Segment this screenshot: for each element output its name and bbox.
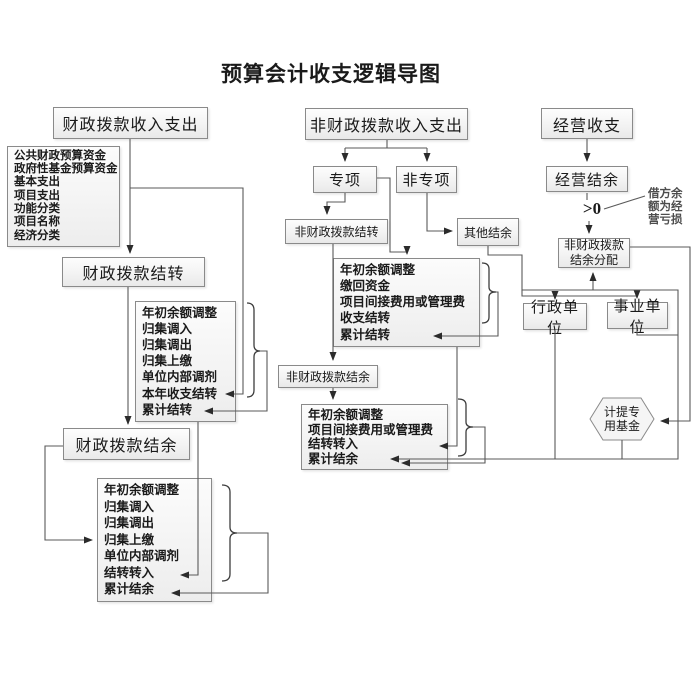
list-item: 功能分类 — [14, 203, 60, 216]
list-item: 缴回资金 — [340, 279, 391, 294]
list-fiscal-carryover-detail: 年初余额调整 归集调入 归集调出 归集上缴 单位内部调剂 本年收支结转 累计结转 — [135, 301, 236, 422]
node-special: 专项 — [313, 166, 377, 193]
list-item: 基本支出 — [14, 176, 60, 189]
special-fund-hexagon: 计提专 用基金 — [589, 397, 655, 441]
node-operating-surplus: 经营结余 — [546, 166, 628, 192]
list-item: 归集上缴 — [104, 532, 155, 547]
list-item: 公共财政预算资金 — [14, 149, 106, 162]
list-item: 年初余额调整 — [104, 483, 180, 498]
list-item: 累计结余 — [308, 451, 359, 466]
note-line: 营亏损 — [648, 214, 683, 226]
node-fiscal-appropriation-header: 财政拨款收入支出 — [53, 107, 208, 139]
node-line: 结余分配 — [569, 253, 618, 267]
list-fiscal-surplus-detail: 年初余额调整 归集调入 归集调出 归集上缴 单位内部调剂 结转转入 累计结余 — [97, 478, 212, 602]
list-nonfiscal-surplus-detail: 年初余额调整 项目间接费用或管理费 结转转入 累计结余 — [301, 404, 448, 470]
node-line: 非财政拨款 — [563, 238, 624, 252]
note-line: 借方余 — [648, 188, 683, 200]
node-operating-header: 经营收支 — [541, 108, 633, 139]
list-item: 累计结转 — [340, 327, 391, 342]
node-fiscal-carryover: 财政拨款结转 — [62, 257, 205, 287]
node-nonfiscal-header: 非财政拨款收入支出 — [305, 108, 468, 140]
node-surplus-distribution: 非财政拨款 结余分配 — [558, 238, 630, 268]
list-item: 年初余额调整 — [308, 408, 384, 422]
list-item: 单位内部调剂 — [104, 549, 180, 564]
list-item: 收支结转 — [340, 311, 391, 326]
page-title: 预算会计收支逻辑导图 — [221, 62, 441, 86]
node-other-surplus: 其他结余 — [457, 218, 519, 246]
node-business-unit: 事业单位 — [607, 299, 668, 336]
debit-balance-note: 借方余 额为经 营亏损 — [648, 188, 683, 227]
list-item: 归集调出 — [104, 516, 155, 531]
list-item: 归集上缴 — [142, 354, 193, 369]
list-item: 项目支出 — [14, 189, 60, 202]
list-item: 归集调入 — [142, 321, 193, 336]
list-item: 累计结转 — [142, 402, 193, 417]
node-nonspecial: 非专项 — [396, 166, 457, 193]
hexagon-line: 用基金 — [603, 419, 640, 433]
list-item: 结转转入 — [104, 565, 155, 580]
list-nonfiscal-carryover-detail: 年初余额调整 缴回资金 项目间接费用或管理费 收支结转 累计结转 — [333, 258, 480, 347]
hexagon-label: 计提专 用基金 — [589, 397, 655, 441]
list-item: 结转转入 — [308, 437, 359, 451]
greater-than-zero-label: >0 — [582, 199, 602, 218]
list-item: 年初余额调整 — [340, 262, 416, 277]
list-item: 政府性基金预算资金 — [14, 163, 118, 176]
hexagon-line: 计提专 — [603, 405, 640, 419]
list-item: 本年收支结转 — [142, 386, 218, 401]
list-item: 单位内部调剂 — [142, 370, 218, 385]
list-fiscal-detail: 公共财政预算资金 政府性基金预算资金 基本支出 项目支出 功能分类 项目名称 经… — [7, 146, 120, 247]
list-item: 项目间接费用或管理费 — [308, 422, 434, 437]
list-item: 年初余额调整 — [142, 305, 218, 320]
note-line: 额为经 — [648, 201, 683, 213]
node-admin-unit: 行政单位 — [523, 300, 587, 337]
node-nonfiscal-carryover: 非财政拨款结转 — [285, 219, 388, 244]
list-item: 累计结余 — [104, 582, 155, 597]
list-item: 项目间接费用或管理费 — [340, 295, 466, 310]
list-item: 经济分类 — [14, 229, 60, 242]
list-item: 项目名称 — [14, 216, 60, 229]
list-item: 归集调出 — [142, 338, 193, 353]
node-fiscal-surplus: 财政拨款结余 — [63, 428, 190, 460]
node-nonfiscal-surplus: 非财政拨款结余 — [278, 365, 378, 388]
list-item: 归集调入 — [104, 499, 155, 514]
